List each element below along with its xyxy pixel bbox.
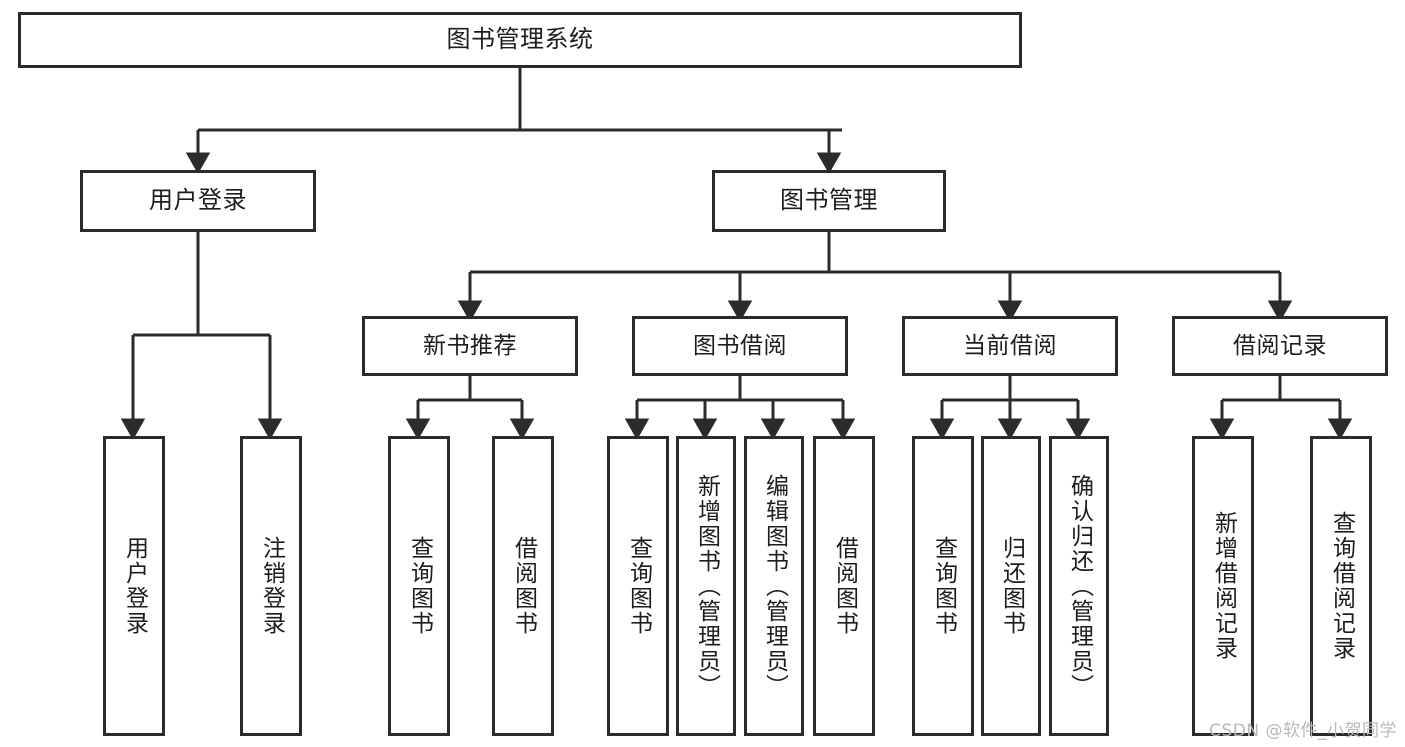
node-leaf-add-book-label: 新增图书（管理员）	[693, 473, 720, 699]
node-leaf-add-book[interactable]: 新增图书（管理员）	[676, 436, 736, 736]
node-borrow-record-label: 借阅记录	[1233, 332, 1327, 359]
node-leaf-edit-book[interactable]: 编辑图书（管理员）	[744, 436, 804, 736]
node-new-book-rec-label: 新书推荐	[423, 332, 517, 359]
node-leaf-borrow-book-1-label: 借阅图书	[510, 536, 537, 636]
node-leaf-edit-book-label: 编辑图书（管理员）	[761, 473, 788, 699]
node-root[interactable]: 图书管理系统	[18, 12, 1022, 68]
node-leaf-borrow-book-2[interactable]: 借阅图书	[813, 436, 875, 736]
node-leaf-query-book-1[interactable]: 查询图书	[388, 436, 450, 736]
node-new-book-rec[interactable]: 新书推荐	[362, 316, 578, 376]
node-book-borrow-label: 图书借阅	[693, 332, 787, 359]
node-leaf-user-logout[interactable]: 注销登录	[240, 436, 302, 736]
node-leaf-add-record[interactable]: 新增借阅记录	[1192, 436, 1254, 736]
node-book-manage[interactable]: 图书管理	[712, 170, 946, 232]
node-leaf-query-record-label: 查询借阅记录	[1328, 511, 1355, 661]
node-user-login[interactable]: 用户登录	[80, 170, 316, 232]
node-leaf-query-book-2[interactable]: 查询图书	[607, 436, 669, 736]
node-book-manage-label: 图书管理	[780, 186, 878, 215]
node-leaf-user-login-label: 用户登录	[121, 536, 148, 636]
csdn-watermark: CSDN @软件_小贺同学	[1209, 721, 1397, 741]
node-leaf-return-book[interactable]: 归还图书	[981, 436, 1041, 736]
node-leaf-query-book-3-label: 查询图书	[930, 536, 957, 636]
node-leaf-query-book-2-label: 查询图书	[625, 536, 652, 636]
node-leaf-borrow-book-2-label: 借阅图书	[831, 536, 858, 636]
node-leaf-user-login[interactable]: 用户登录	[103, 436, 165, 736]
node-leaf-confirm-return[interactable]: 确认归还（管理员）	[1049, 436, 1109, 736]
node-leaf-query-book-3[interactable]: 查询图书	[912, 436, 974, 736]
node-current-borrow[interactable]: 当前借阅	[902, 316, 1118, 376]
node-borrow-record[interactable]: 借阅记录	[1172, 316, 1388, 376]
node-leaf-return-book-label: 归还图书	[998, 536, 1025, 636]
node-leaf-borrow-book-1[interactable]: 借阅图书	[492, 436, 554, 736]
node-root-label: 图书管理系统	[446, 25, 594, 54]
node-leaf-add-record-label: 新增借阅记录	[1210, 511, 1237, 661]
node-book-borrow[interactable]: 图书借阅	[632, 316, 848, 376]
node-user-login-label: 用户登录	[149, 186, 247, 215]
node-current-borrow-label: 当前借阅	[963, 332, 1057, 359]
node-leaf-query-book-1-label: 查询图书	[406, 536, 433, 636]
node-leaf-query-record[interactable]: 查询借阅记录	[1310, 436, 1372, 736]
node-leaf-user-logout-label: 注销登录	[258, 536, 285, 636]
node-leaf-confirm-return-label: 确认归还（管理员）	[1066, 473, 1093, 699]
